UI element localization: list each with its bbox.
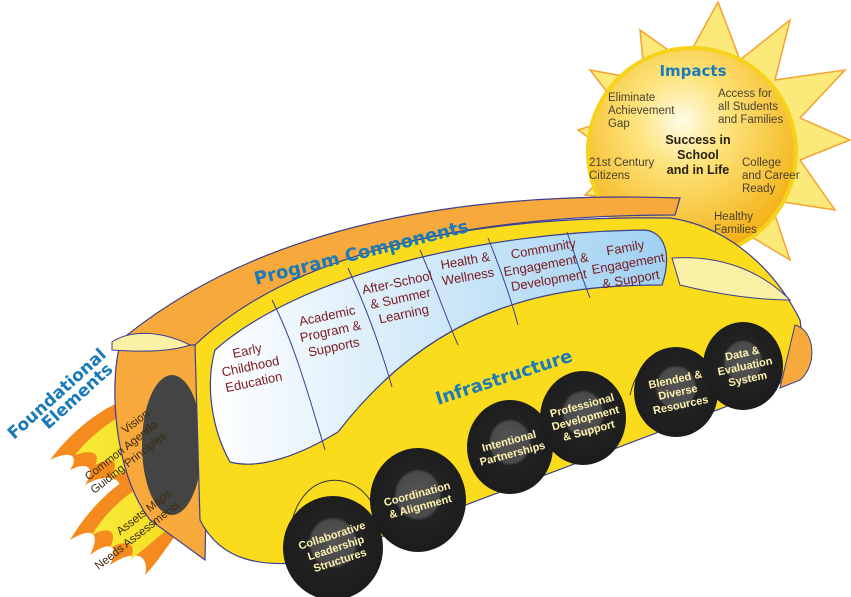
wheel-tire bbox=[370, 448, 466, 552]
wheel-tire bbox=[634, 347, 718, 437]
wheel-tire bbox=[283, 496, 383, 597]
infrastructure-wheel: CollaborativeLeadershipStructures bbox=[283, 496, 383, 597]
program-component: After-School& SummerLearning bbox=[361, 268, 441, 329]
infrastructure-wheel: IntentionalPartnerships bbox=[467, 400, 553, 494]
infrastructure-wheel: Blended &DiverseResources bbox=[634, 347, 718, 437]
infrastructure-wheel: Coordination& Alignment bbox=[370, 448, 466, 552]
infrastructure-wheel: ProfessionalDevelopment& Support bbox=[540, 371, 626, 465]
infrastructure-wheel: Data &EvaluationSystem bbox=[703, 322, 783, 410]
wheel-tire bbox=[467, 400, 553, 494]
program-component: FamilyEngagement& Support bbox=[588, 234, 669, 293]
windows-panel bbox=[209, 229, 668, 465]
wheel-tire bbox=[703, 322, 783, 410]
wheel-tire bbox=[540, 371, 626, 465]
window-dividers bbox=[271, 231, 591, 451]
impacts-title: Impacts bbox=[659, 62, 726, 80]
